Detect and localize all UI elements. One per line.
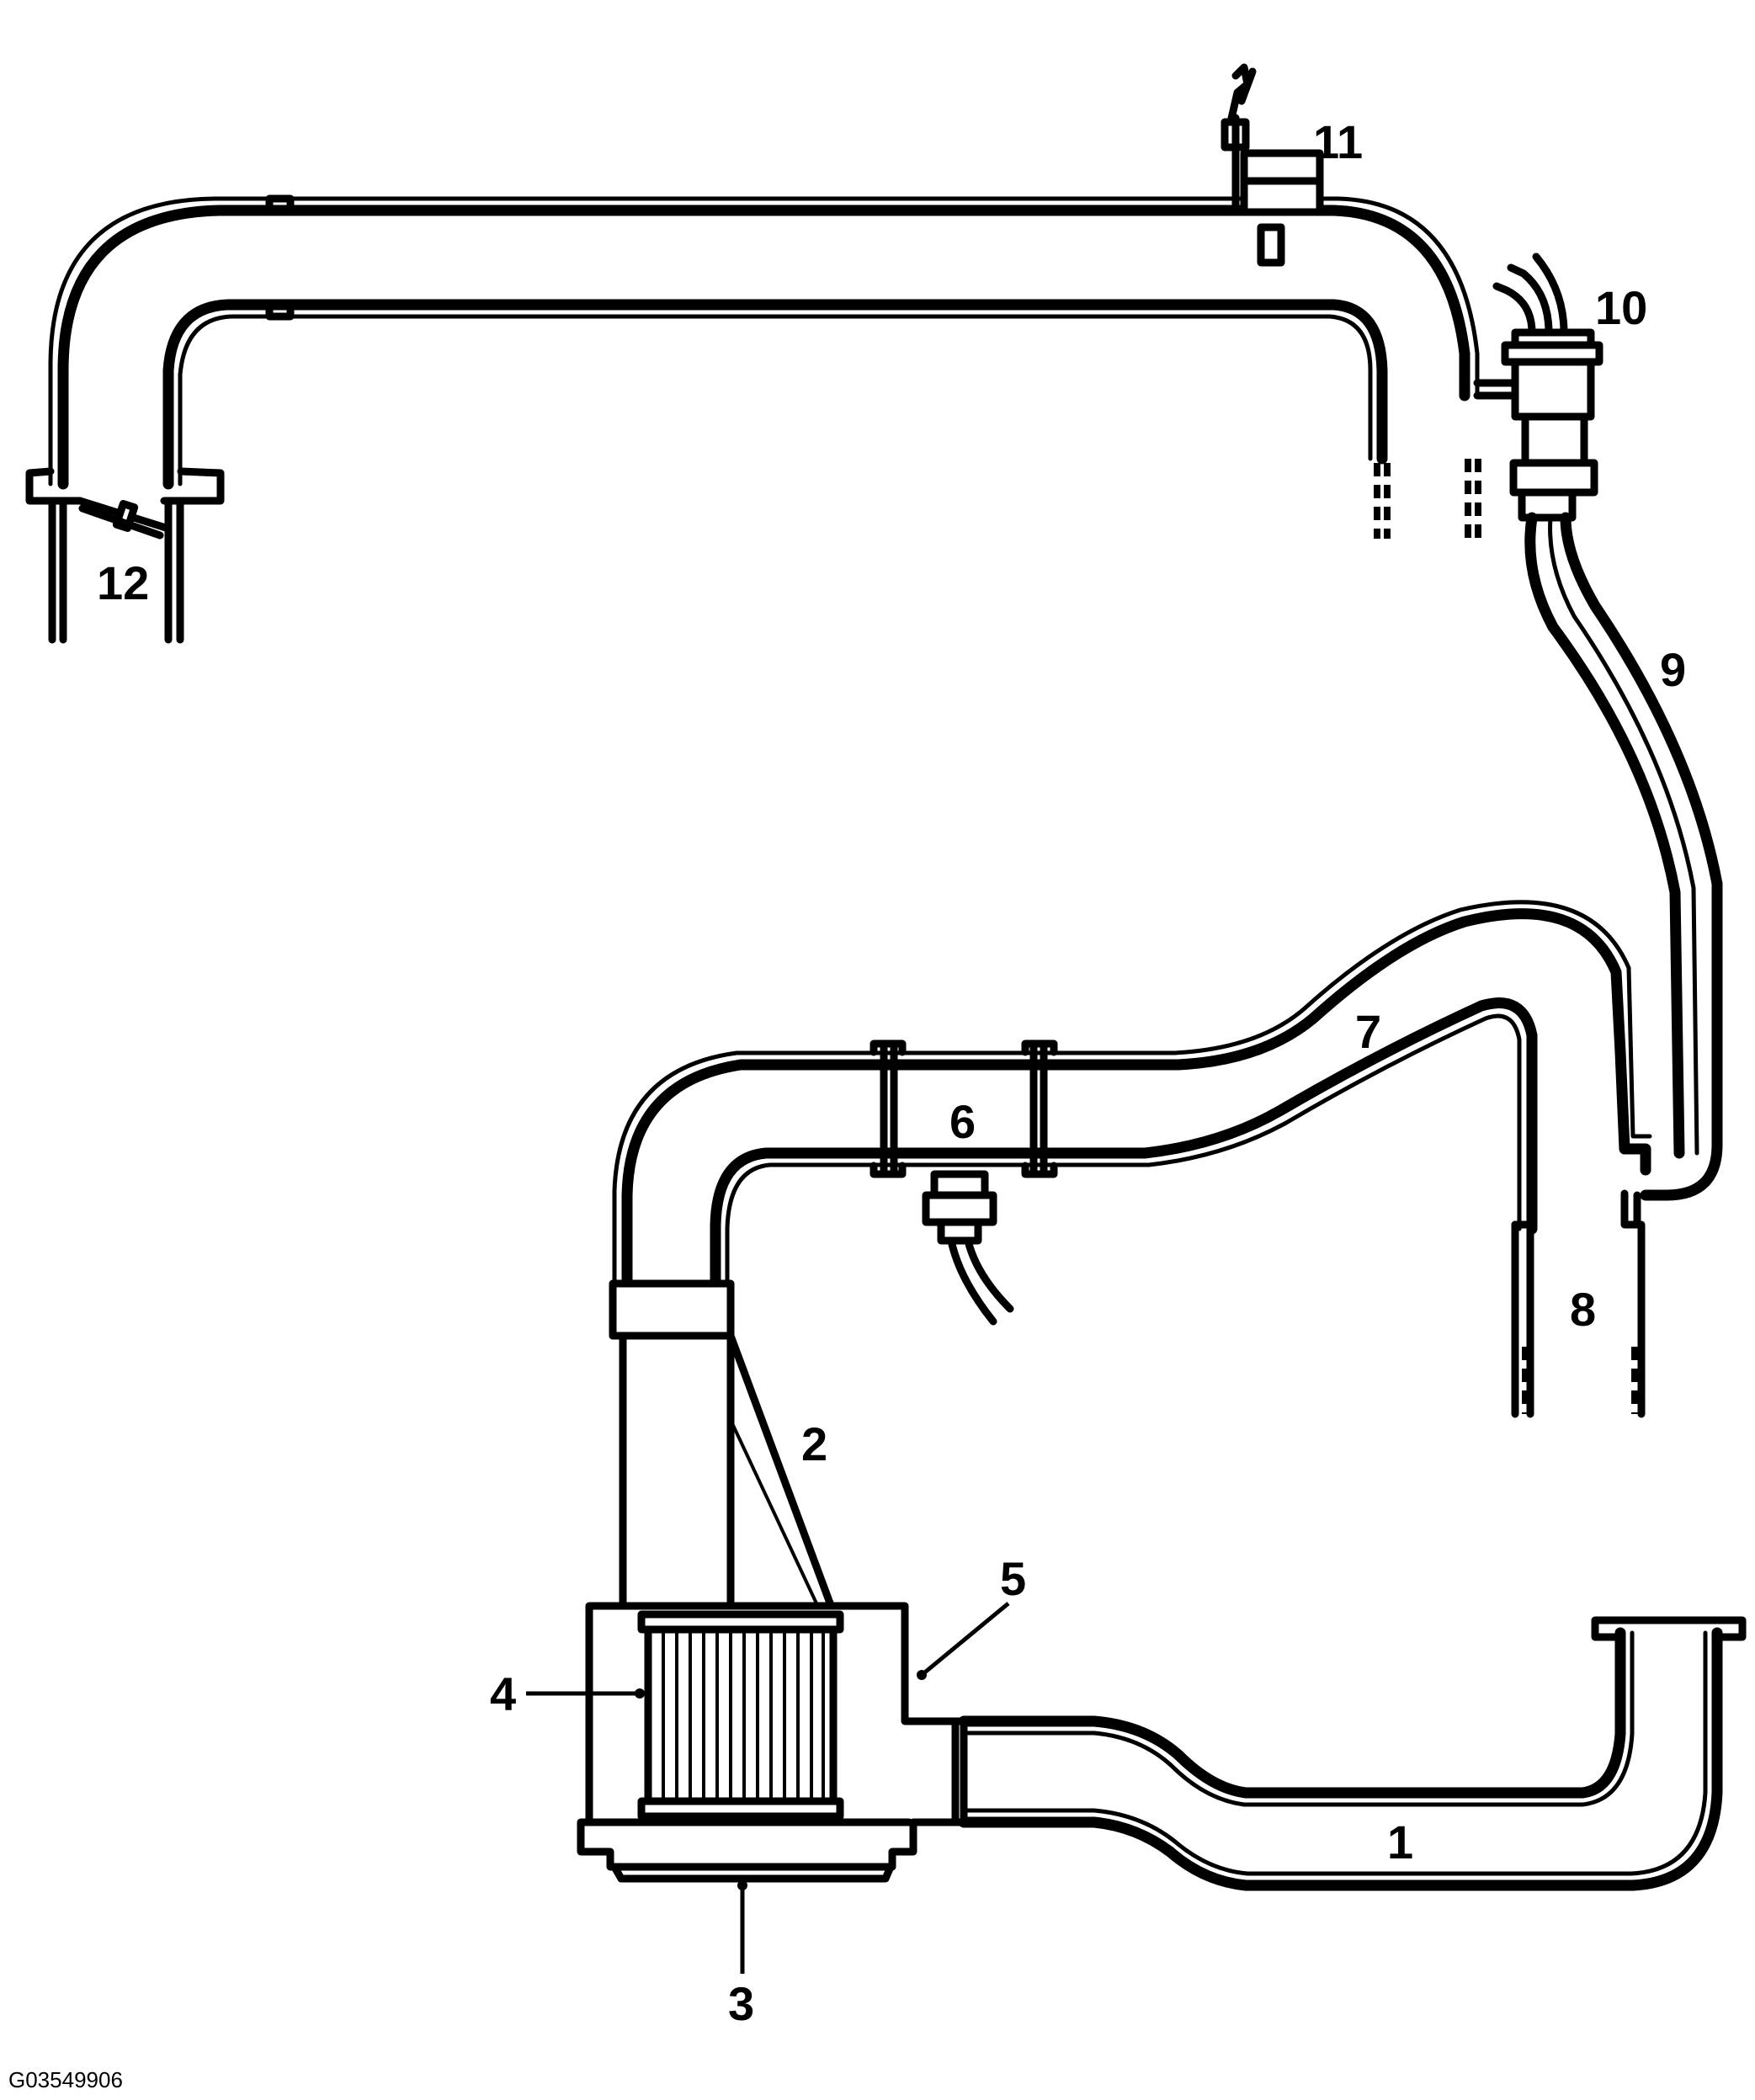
air-cleaner-base	[577, 1602, 960, 1883]
callout-labels: 1 2 3 4 5 6 7 8 9 10 11 12	[97, 115, 1686, 2030]
callout-9: 9	[1660, 643, 1686, 696]
callout-10: 10	[1595, 281, 1647, 334]
callout-7: 7	[1355, 1005, 1381, 1058]
inlet-pipe-1	[951, 1616, 1747, 1891]
throttle-body	[25, 467, 225, 644]
callout-11: 11	[1313, 115, 1363, 168]
mid-pipe-6-7	[612, 900, 1652, 1326]
leader-lines	[526, 1602, 1010, 1974]
callout-6: 6	[949, 1095, 976, 1148]
air-cleaner-housing-2	[609, 1279, 836, 1612]
upper-intake-pipe	[48, 194, 1481, 539]
callout-3: 3	[728, 1977, 754, 2030]
sensor-11	[1221, 63, 1324, 267]
callout-8: 8	[1570, 1283, 1596, 1336]
callout-5: 5	[1000, 1552, 1026, 1605]
callout-4: 4	[490, 1667, 516, 1720]
sensor-10	[1473, 253, 1603, 522]
callout-1: 1	[1387, 1816, 1413, 1869]
hose-9	[1524, 512, 1723, 1201]
figure-code: G03549906	[8, 2067, 123, 2092]
callout-2: 2	[801, 1417, 827, 1470]
callout-12: 12	[97, 556, 149, 609]
filter-pleats	[662, 1629, 825, 1801]
